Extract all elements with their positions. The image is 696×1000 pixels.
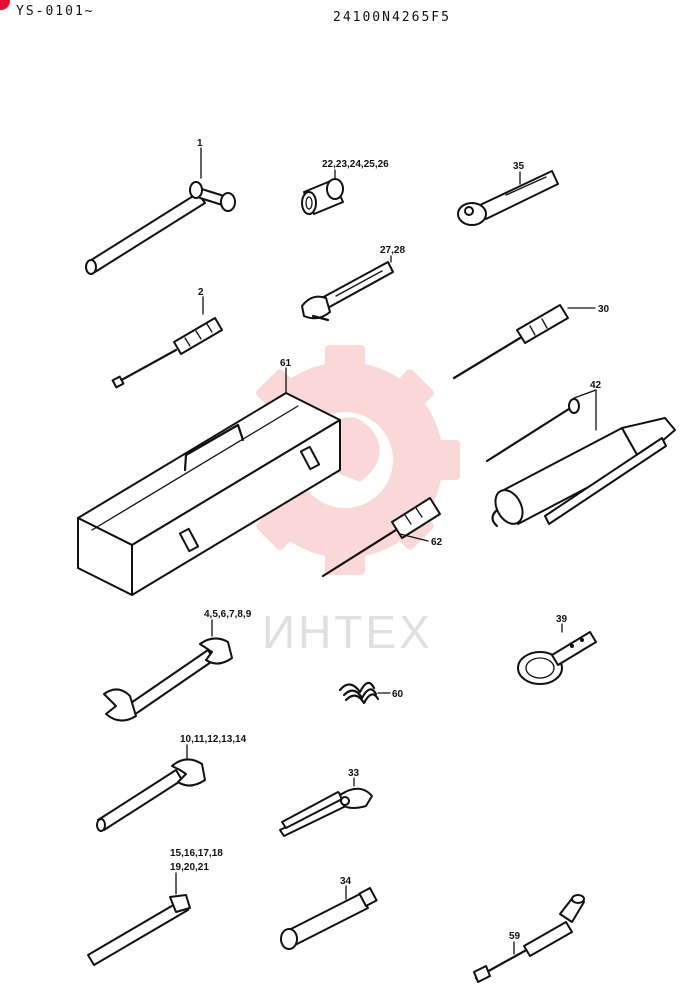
adjustable-wrench-icon	[301, 255, 394, 322]
callout-27-28: 27,28	[380, 245, 405, 256]
callout-42: 42	[590, 380, 602, 391]
grease-gun-icon	[485, 389, 676, 528]
serial-range: YS-0101~	[16, 4, 95, 19]
callout-15-18: 15,16,17,18	[170, 848, 223, 859]
callout-1: 1	[197, 138, 203, 149]
callout-4-9: 4,5,6,7,8,9	[204, 609, 252, 620]
spring-icon	[338, 681, 391, 705]
single-open-wrench-icon	[96, 744, 206, 832]
hammer-icon	[85, 147, 236, 275]
toolbox-icon	[77, 367, 341, 596]
callout-59: 59	[509, 931, 521, 942]
screwdriver-icon	[111, 296, 223, 389]
phillips-screwdriver-icon	[321, 497, 441, 578]
universal-joint-icon	[473, 894, 585, 983]
callout-39: 39	[556, 614, 568, 625]
callout-33: 33	[348, 768, 360, 779]
callout-34: 34	[340, 876, 352, 887]
watermark-text: ИНТЕХ	[262, 606, 433, 658]
filter-wrench-icon	[517, 623, 597, 685]
extension-bar-icon	[280, 885, 378, 950]
callout-10-14: 10,11,12,13,14	[180, 734, 247, 745]
callout-19-21: 19,20,21	[170, 862, 209, 873]
screwdriver-icon	[452, 304, 596, 380]
callout-35: 35	[513, 161, 525, 172]
callout-2: 2	[198, 287, 204, 298]
ratchet-handle-icon	[457, 170, 559, 226]
double-open-wrench-icon	[103, 619, 233, 722]
callout-22-26: 22,23,24,25,26	[322, 159, 389, 170]
callout-30: 30	[598, 304, 610, 315]
part-number: 24100N4265F5	[333, 10, 451, 25]
pliers-icon	[279, 777, 373, 837]
hex-key-icon	[87, 872, 191, 966]
callout-61: 61	[280, 358, 292, 369]
corner-mark	[0, 0, 10, 10]
callout-62: 62	[431, 537, 443, 548]
callout-60: 60	[392, 689, 404, 700]
socket-icon	[301, 169, 344, 215]
